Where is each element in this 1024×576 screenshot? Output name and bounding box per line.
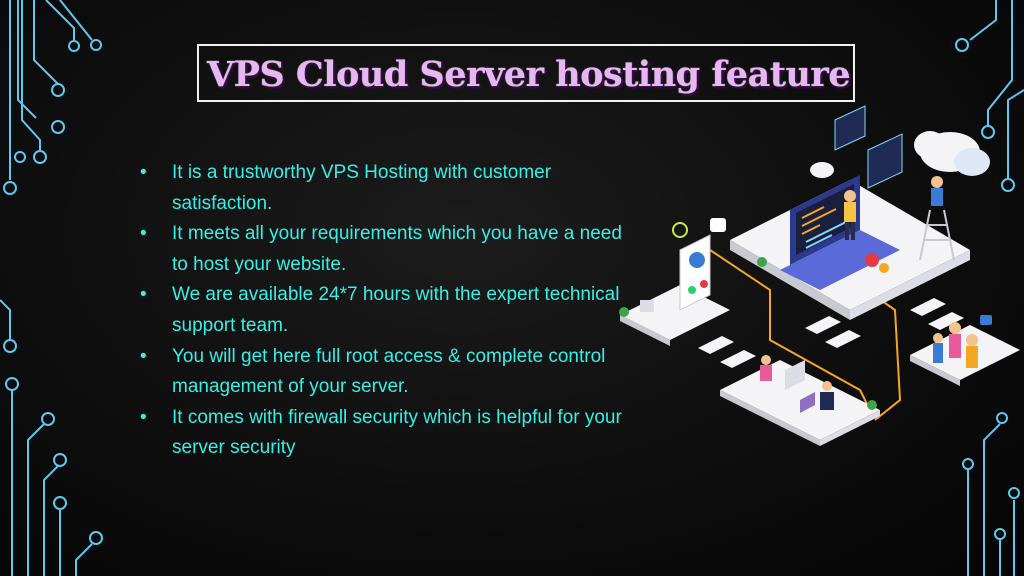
- bullet-icon: •: [140, 162, 147, 183]
- bullet-icon: •: [140, 284, 147, 306]
- person-figure: [844, 190, 856, 202]
- bullet-icon: •: [140, 345, 147, 367]
- server-hosting-illustration: [619, 105, 1020, 446]
- slide-title: VPS Cloud Server hosting feature: [207, 54, 851, 95]
- title-box: [197, 44, 855, 102]
- list-item: • It is a trustworthy VPS Hosting with c…: [140, 158, 640, 219]
- bullet-icon: •: [140, 223, 147, 245]
- bullet-list: • It is a trustworthy VPS Hosting with c…: [140, 158, 640, 464]
- cloud-icon: [810, 131, 990, 178]
- chat-bubble-icon: [672, 218, 726, 238]
- list-item: • It meets all your requirements which y…: [140, 219, 640, 280]
- list-item-text: It comes with firewall security which is…: [172, 406, 622, 459]
- list-item: • It comes with firewall security which …: [140, 403, 640, 464]
- bullet-icon: •: [140, 406, 147, 428]
- list-item-text: We are available 24*7 hours with the exp…: [172, 284, 620, 336]
- list-item-text: You will get here full root access & com…: [172, 345, 606, 398]
- list-item-text: It meets all your requirements which you…: [172, 223, 622, 275]
- list-item: • You will get here full root access & c…: [140, 342, 640, 403]
- list-item: • We are available 24*7 hours with the e…: [140, 280, 640, 341]
- list-item-text: It is a trustworthy VPS Hosting with cus…: [172, 162, 552, 214]
